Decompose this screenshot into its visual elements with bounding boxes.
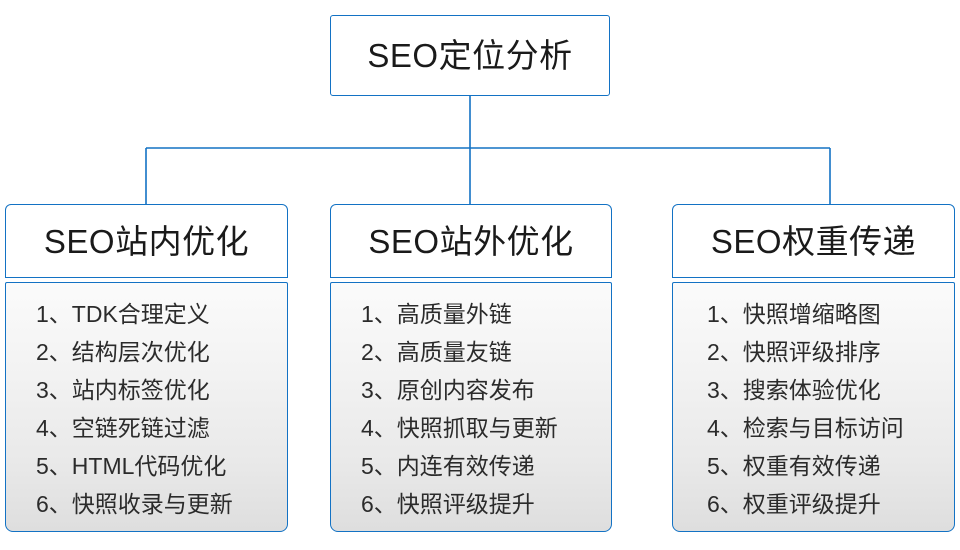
- item-index: 4、: [361, 415, 397, 441]
- list-item[interactable]: 4、检索与目标访问: [707, 409, 954, 447]
- item-index: 5、: [707, 453, 743, 479]
- item-index: 3、: [707, 377, 743, 403]
- item-text: 快照评级排序: [742, 339, 881, 365]
- branch-column-1: SEO站内优化 1、TDK合理定义 2、结构层次优化 3、站内标签优化 4、空链…: [5, 204, 288, 532]
- list-item[interactable]: 6、快照评级提升: [361, 485, 611, 523]
- item-index: 2、: [36, 339, 72, 365]
- item-text: 结构层次优化: [71, 339, 210, 365]
- list-item[interactable]: 4、空链死链过滤: [36, 409, 287, 447]
- item-index: 4、: [36, 415, 72, 441]
- item-text: 快照评级提升: [396, 491, 535, 517]
- root-node[interactable]: SEO定位分析: [330, 15, 610, 96]
- branch-item-list-3: 1、快照增缩略图 2、快照评级排序 3、搜索体验优化 4、检索与目标访问 5、权…: [673, 295, 954, 523]
- branch-body-3: 1、快照增缩略图 2、快照评级排序 3、搜索体验优化 4、检索与目标访问 5、权…: [672, 282, 955, 532]
- item-text: HTML代码优化: [71, 453, 227, 479]
- branch-item-list-2: 1、高质量外链 2、高质量友链 3、原创内容发布 4、快照抓取与更新 5、内连有…: [331, 295, 611, 523]
- branch-body-2: 1、高质量外链 2、高质量友链 3、原创内容发布 4、快照抓取与更新 5、内连有…: [330, 282, 612, 532]
- root-title: SEO定位分析: [367, 37, 573, 74]
- branch-body-1: 1、TDK合理定义 2、结构层次优化 3、站内标签优化 4、空链死链过滤 5、H…: [5, 282, 288, 532]
- branch-title-3: SEO权重传递: [710, 222, 917, 260]
- list-item[interactable]: 1、快照增缩略图: [707, 295, 954, 333]
- item-text: 搜索体验优化: [742, 377, 881, 403]
- item-text: 快照抓取与更新: [396, 415, 558, 441]
- item-index: 6、: [361, 491, 397, 517]
- branch-column-2: SEO站外优化 1、高质量外链 2、高质量友链 3、原创内容发布 4、快照抓取与…: [330, 204, 612, 532]
- list-item[interactable]: 5、权重有效传递: [707, 447, 954, 485]
- item-index: 1、: [361, 301, 397, 327]
- list-item[interactable]: 2、快照评级排序: [707, 333, 954, 371]
- item-text: 空链死链过滤: [71, 415, 210, 441]
- list-item[interactable]: 1、TDK合理定义: [36, 295, 287, 333]
- branch-title-2: SEO站外优化: [368, 222, 574, 260]
- list-item[interactable]: 4、快照抓取与更新: [361, 409, 611, 447]
- item-text: TDK合理定义: [71, 301, 210, 327]
- item-index: 1、: [36, 301, 72, 327]
- list-item[interactable]: 3、站内标签优化: [36, 371, 287, 409]
- item-index: 5、: [361, 453, 397, 479]
- item-text: 权重有效传递: [742, 453, 881, 479]
- branch-header-1[interactable]: SEO站内优化: [5, 204, 288, 278]
- branch-header-2[interactable]: SEO站外优化: [330, 204, 612, 278]
- item-text: 快照增缩略图: [742, 301, 881, 327]
- list-item[interactable]: 5、HTML代码优化: [36, 447, 287, 485]
- item-text: 站内标签优化: [71, 377, 210, 403]
- branch-header-3[interactable]: SEO权重传递: [672, 204, 955, 278]
- list-item[interactable]: 3、搜索体验优化: [707, 371, 954, 409]
- item-index: 3、: [361, 377, 397, 403]
- item-text: 内连有效传递: [396, 453, 535, 479]
- list-item[interactable]: 6、快照收录与更新: [36, 485, 287, 523]
- item-text: 权重评级提升: [742, 491, 881, 517]
- list-item[interactable]: 3、原创内容发布: [361, 371, 611, 409]
- item-index: 1、: [707, 301, 743, 327]
- item-index: 5、: [36, 453, 72, 479]
- list-item[interactable]: 1、高质量外链: [361, 295, 611, 333]
- item-index: 6、: [36, 491, 72, 517]
- branch-item-list-1: 1、TDK合理定义 2、结构层次优化 3、站内标签优化 4、空链死链过滤 5、H…: [6, 295, 287, 523]
- list-item[interactable]: 2、结构层次优化: [36, 333, 287, 371]
- item-text: 检索与目标访问: [742, 415, 904, 441]
- item-index: 3、: [36, 377, 72, 403]
- list-item[interactable]: 2、高质量友链: [361, 333, 611, 371]
- list-item[interactable]: 6、权重评级提升: [707, 485, 954, 523]
- branch-column-3: SEO权重传递 1、快照增缩略图 2、快照评级排序 3、搜索体验优化 4、检索与…: [672, 204, 955, 532]
- item-index: 6、: [707, 491, 743, 517]
- item-text: 快照收录与更新: [71, 491, 233, 517]
- branch-title-1: SEO站内优化: [43, 222, 250, 260]
- item-index: 4、: [707, 415, 743, 441]
- item-text: 原创内容发布: [396, 377, 535, 403]
- item-index: 2、: [361, 339, 397, 365]
- list-item[interactable]: 5、内连有效传递: [361, 447, 611, 485]
- item-text: 高质量友链: [396, 339, 512, 365]
- item-text: 高质量外链: [396, 301, 512, 327]
- item-index: 2、: [707, 339, 743, 365]
